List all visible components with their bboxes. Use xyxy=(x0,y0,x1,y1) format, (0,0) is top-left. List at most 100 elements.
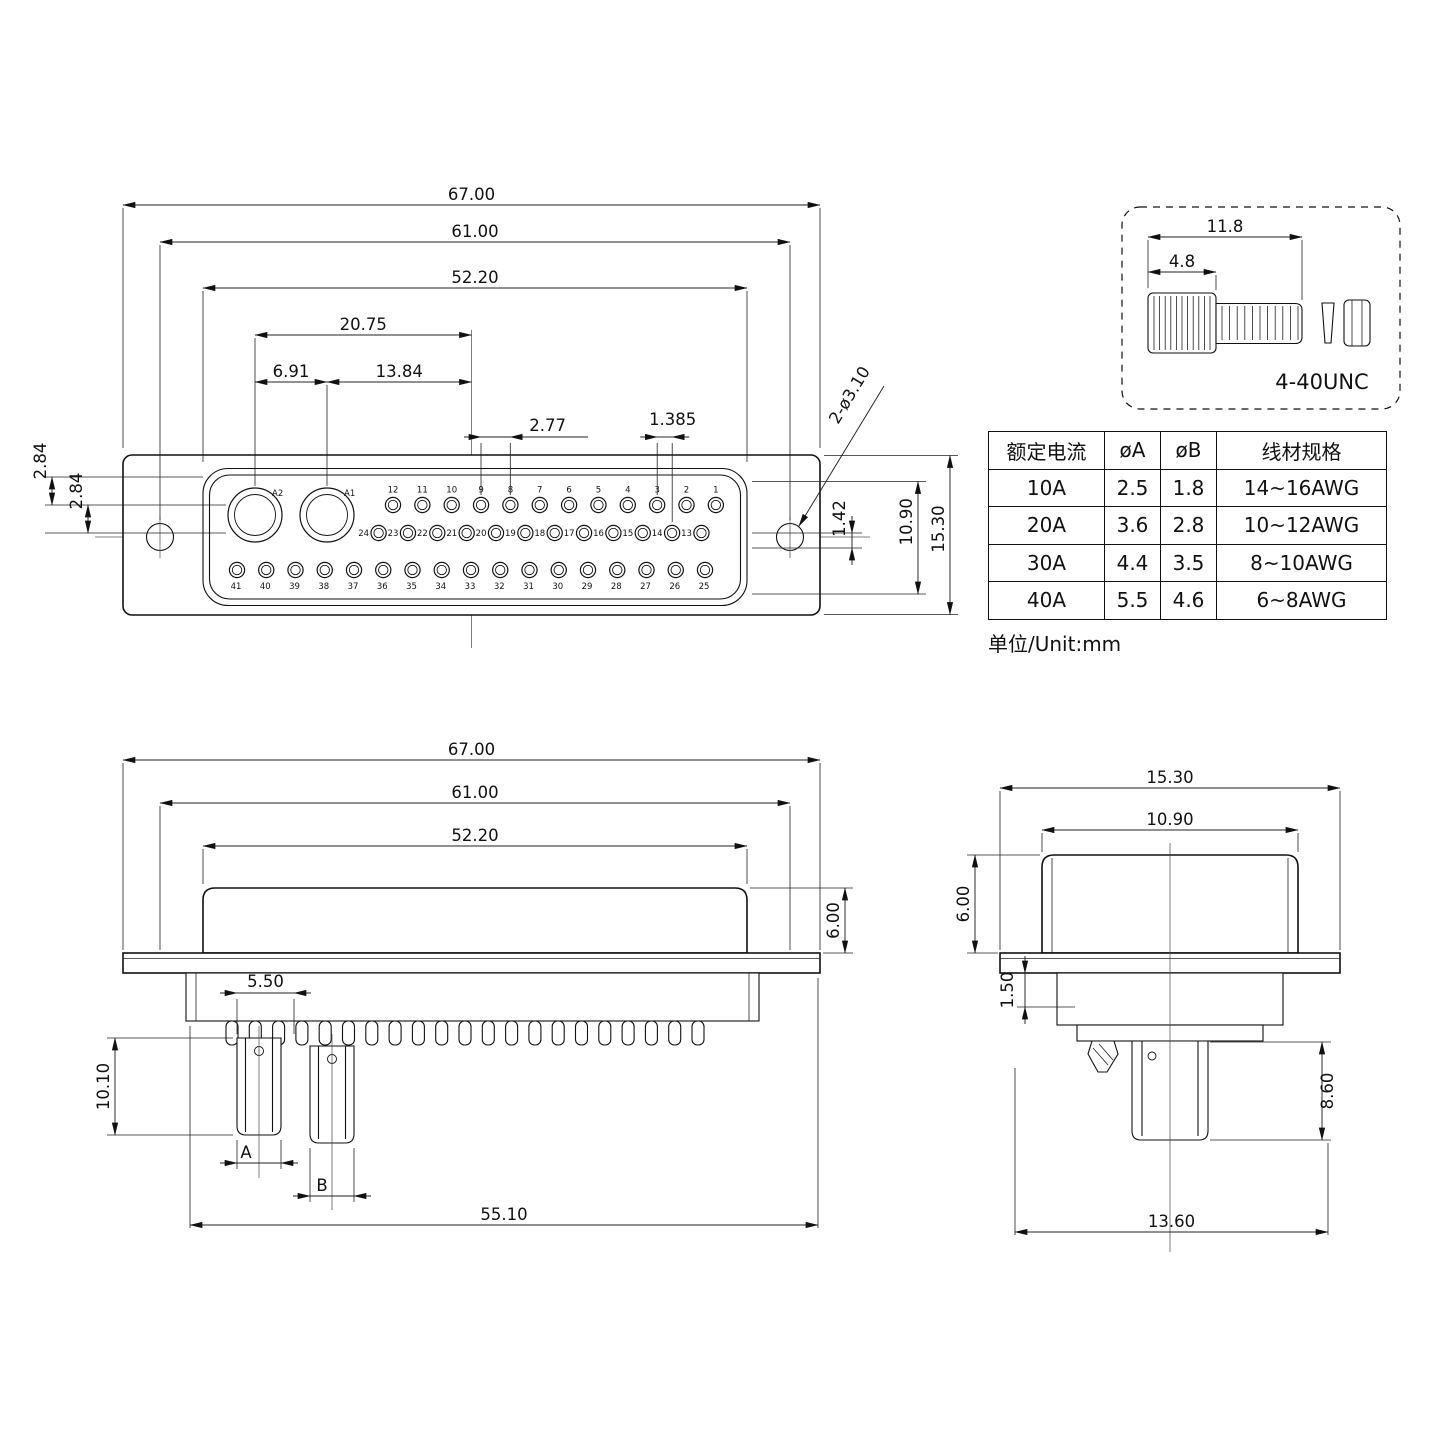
dim-label: 10.90 xyxy=(897,498,916,545)
pin-tail xyxy=(481,1020,495,1046)
dim-label: 6.00 xyxy=(954,886,973,923)
dimension: 20.75 xyxy=(254,315,473,486)
dimension: 2.77 xyxy=(464,416,588,495)
dim-label: 6.00 xyxy=(824,902,843,939)
dimension: 61.00 xyxy=(159,783,791,950)
pin-tail xyxy=(318,1020,332,1046)
dimension: 1.42 xyxy=(752,500,862,565)
pin-tail xyxy=(388,1020,402,1046)
pin-hole-inner xyxy=(534,499,545,511)
thread-spec-label: 4-40UNC xyxy=(1275,370,1368,394)
pin-number: 13 xyxy=(681,529,692,539)
pin-hole-inner xyxy=(593,499,604,511)
dimension: 8.60 xyxy=(1210,1041,1337,1141)
dim-label: 10.90 xyxy=(1146,810,1193,829)
pin-hole-inner xyxy=(505,499,516,511)
dimension: 10.90 xyxy=(752,480,926,595)
dim-label: 2.77 xyxy=(529,416,566,435)
screw-thumbscrew-detail: 4-40UNC xyxy=(1121,206,1401,410)
dim-label: 8.60 xyxy=(1318,1073,1337,1110)
pin-hole-inner xyxy=(417,499,428,511)
pin-number: 19 xyxy=(505,529,516,539)
dimension: A xyxy=(220,1140,298,1169)
dimension: B xyxy=(293,1148,371,1202)
insulator-body xyxy=(185,972,760,1022)
pin-number: 23 xyxy=(388,529,399,539)
pin-number: 14 xyxy=(652,529,663,539)
pin-hole-inner xyxy=(710,499,721,511)
pin-hole-inner xyxy=(696,527,707,539)
dimension: 67.00 xyxy=(122,740,821,950)
dimension: 61.00 xyxy=(159,222,791,520)
pin-number: 10 xyxy=(446,486,457,496)
dimension: 13.60 xyxy=(1014,1068,1329,1236)
pin-number: 20 xyxy=(476,529,487,539)
pin-hole-inner xyxy=(641,564,652,576)
dimension: 2.84 xyxy=(31,443,226,506)
dim-label: 61.00 xyxy=(451,222,498,241)
dimension: 15.30 xyxy=(824,454,958,616)
unit-note: 单位/Unit:mm xyxy=(988,632,1122,656)
dim-label: 13.60 xyxy=(1148,1212,1195,1231)
pin-hole-inner xyxy=(261,564,272,576)
pin-tails xyxy=(225,1020,705,1046)
pin-tail xyxy=(365,1020,379,1046)
thread-lines xyxy=(1221,306,1299,340)
pin-number: 41 xyxy=(231,582,242,592)
pin-hole-inner xyxy=(578,527,590,539)
pin-hole-inner xyxy=(407,564,418,576)
pin-number: 29 xyxy=(582,582,593,592)
pin-number: 1 xyxy=(713,486,718,496)
screw-thread-shaft xyxy=(1215,302,1303,345)
pin-number: 4 xyxy=(625,486,630,496)
pin-tail xyxy=(411,1020,425,1046)
dim-label: 4.8 xyxy=(1169,252,1195,271)
pin-hole-inner xyxy=(563,499,575,511)
pin-tail xyxy=(598,1020,612,1046)
pin-hole-inner xyxy=(436,564,447,576)
spec-table: 额定电流 øA øB 线材规格 10A 2.5 1.8 14~16AWG 20A… xyxy=(988,431,1387,620)
dim-label: 61.00 xyxy=(451,783,498,802)
pin-hole-inner xyxy=(475,499,487,511)
dimension: 52.20 xyxy=(202,268,748,462)
dim-label: A xyxy=(240,1143,252,1162)
pin-hole-inner xyxy=(524,564,535,576)
pin-hole-inner xyxy=(582,564,594,576)
cell-current: 40A xyxy=(988,581,1105,620)
pin-number: 11 xyxy=(417,486,428,496)
pin-tail xyxy=(458,1020,472,1046)
big-pin-a2 xyxy=(227,487,283,543)
dimension: 10.90 xyxy=(1041,810,1299,852)
pin-hole-inner xyxy=(231,564,243,576)
table-row: 20A 3.6 2.8 10~12AWG xyxy=(988,506,1387,545)
pin-hole-inner xyxy=(378,564,389,576)
pin-tail xyxy=(621,1020,635,1046)
pin-tail xyxy=(644,1020,658,1046)
pin-number: 24 xyxy=(358,529,369,539)
pin-number: 28 xyxy=(611,582,622,592)
pin-hole-inner xyxy=(461,527,472,539)
dim-label: 55.10 xyxy=(480,1205,527,1224)
big-pin-label-a2: A2 xyxy=(272,489,283,499)
detail-boundary xyxy=(1121,206,1401,410)
cell-dia-b: 2.8 xyxy=(1160,506,1217,545)
cell-current: 20A xyxy=(988,506,1105,545)
pin-hole-inner xyxy=(622,499,633,511)
dimension: 1.50 xyxy=(998,956,1075,1024)
dim-label: 5.50 xyxy=(247,972,284,991)
pin-number: 22 xyxy=(417,529,428,539)
pin-hole-inner xyxy=(553,564,564,576)
side-view xyxy=(122,887,821,1210)
dim-label: 11.8 xyxy=(1207,217,1244,236)
dimension: 5.50 xyxy=(220,972,311,1034)
pin-hole-inner xyxy=(637,527,648,539)
screw-nut-part xyxy=(1343,299,1371,347)
dim-label: 1.385 xyxy=(649,410,696,429)
pin-hole-inner xyxy=(373,527,384,539)
pin-hole-inner xyxy=(387,499,399,511)
table-row: 30A 4.4 3.5 8~10AWG xyxy=(988,543,1387,582)
pin-hole-inner xyxy=(681,499,692,511)
mount-clip xyxy=(1087,1040,1119,1073)
